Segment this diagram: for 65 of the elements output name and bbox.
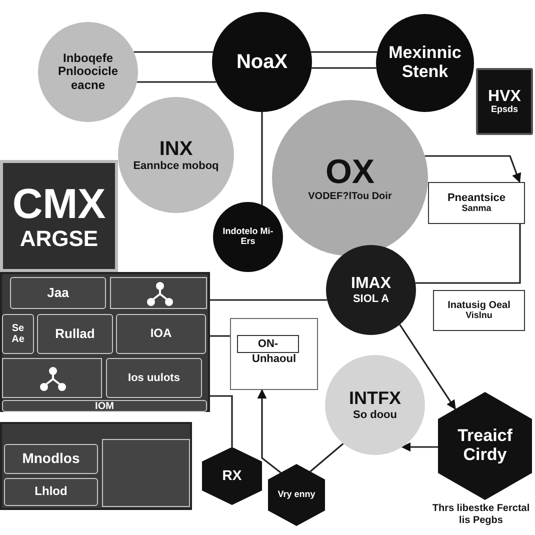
node-label: Ios uulots (128, 372, 180, 384)
arrow (401, 442, 438, 452)
connector-line (210, 335, 230, 337)
node-label: HVX (488, 88, 521, 106)
node-sublabel: VODEF?lTou Doir (308, 191, 392, 202)
node-label: NoaX (236, 51, 288, 73)
panel (0, 422, 192, 510)
connector-line (261, 112, 263, 205)
arrow (424, 155, 522, 183)
group-box (230, 318, 318, 390)
process-box (476, 68, 533, 135)
connector-line (210, 299, 328, 301)
node-label: Indotelo Mi-Ers (222, 227, 274, 247)
node-label: Jaa (47, 286, 69, 300)
node-label: INTFX (349, 389, 401, 409)
node-label: Inboqefe Pnloocicle eacne (56, 52, 120, 92)
node-label: IMAX (351, 275, 391, 293)
connector-line (210, 395, 233, 447)
node-label: Se Ae (10, 323, 26, 345)
node-label: Treaicf Cirdy (456, 427, 514, 465)
panel-cell (2, 314, 34, 354)
node-label: RX (222, 468, 242, 484)
panel-cell (2, 400, 207, 412)
node-label: Rullad (55, 326, 95, 342)
node-label: IOA (150, 327, 172, 341)
text-box (237, 335, 299, 353)
node-label: Vry enny (278, 490, 316, 500)
node-label: Unhaoul (252, 353, 296, 366)
node-label: CMX (12, 180, 106, 227)
node-caption: Thrs libestke Ferctal lis Pegbs (431, 503, 531, 526)
node-label: IOM (95, 400, 114, 412)
title-box (0, 160, 118, 272)
node-label: ON- (258, 338, 278, 350)
node-label: Mnodlos (22, 451, 80, 467)
node-label: Lhlod (34, 485, 68, 499)
panel (0, 272, 210, 412)
arrow (257, 389, 282, 474)
node-sublabel: Epsds (490, 105, 518, 116)
connector-line (311, 51, 378, 53)
node-sublabel: Sanma (462, 204, 492, 214)
node-label: OX (325, 154, 375, 192)
node-label: Mexinnic Stenk (388, 44, 462, 82)
connector-line (134, 51, 213, 53)
node-sublabel: SIOL A (352, 292, 390, 305)
node-sublabel: Eannbce moboq (133, 160, 219, 172)
node-label: Pneantsice (447, 192, 506, 204)
connector-line (416, 224, 521, 284)
panel-cell (4, 478, 98, 506)
node-sublabel: So doou (353, 408, 397, 421)
connector-line (137, 81, 216, 83)
panel-cell (37, 314, 113, 354)
connector-line (312, 67, 376, 69)
node-label: Inatusig Oeal (448, 300, 510, 312)
arrow (399, 324, 456, 410)
node-label: INX (159, 138, 193, 160)
panel-cell (116, 314, 206, 354)
empty-box (102, 439, 190, 507)
connector-line (310, 442, 344, 472)
node-sublabel: Vislnu (466, 311, 492, 321)
node-sublabel: ARGSE (20, 227, 98, 252)
text-box (433, 290, 525, 331)
panel-cell (4, 444, 98, 474)
panel-cell (10, 277, 106, 309)
text-box (428, 182, 525, 224)
panel-cell (106, 358, 202, 398)
